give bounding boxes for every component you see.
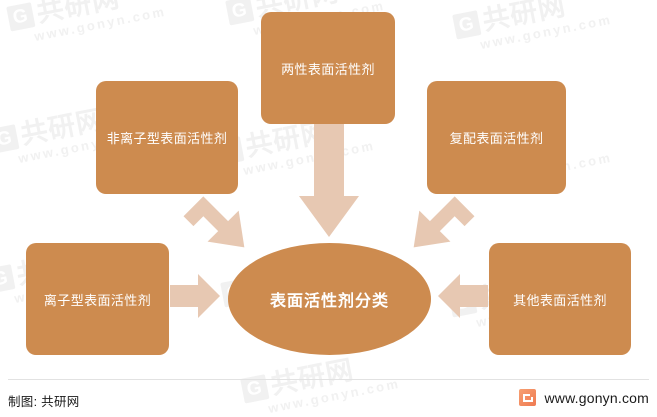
arrow-nonionic-to-hub [183, 196, 245, 248]
node-compound-label: 复配表面活性剂 [449, 131, 544, 146]
node-ionic-label: 离子型表面活性剂 [43, 292, 152, 308]
node-amphoteric-label: 两性表面活性剂 [281, 61, 375, 77]
credit-text: 制图: 共研网 [8, 395, 80, 409]
gonyn-logo-icon [519, 389, 537, 406]
site-link[interactable]: www.gonyn.com [519, 389, 649, 406]
footer: 制图: 共研网 www.gonyn.com [0, 380, 657, 417]
arrow-ionic-to-hub [170, 274, 220, 318]
node-other[interactable]: 其他表面活性剂 [489, 243, 631, 355]
arrow-amphoteric-to-hub [299, 123, 359, 237]
hub-node[interactable]: 表面活性剂分类 [228, 243, 431, 355]
node-ionic[interactable]: 离子型表面活性剂 [26, 243, 169, 355]
node-amphoteric[interactable]: 两性表面活性剂 [261, 12, 395, 124]
node-nonionic[interactable]: 非离子型表面活性剂 [96, 81, 238, 194]
arrow-compound-to-hub [413, 196, 475, 248]
node-other-label: 其他表面活性剂 [513, 292, 607, 308]
node-compound[interactable]: 复配表面活性剂 [427, 81, 566, 194]
hub-label: 表面活性剂分类 [269, 293, 389, 310]
site-url-text: www.gonyn.com [544, 389, 649, 406]
arrow-other-to-hub [438, 274, 488, 318]
node-nonionic-label: 非离子型表面活性剂 [106, 131, 228, 146]
footer-divider [8, 379, 649, 380]
